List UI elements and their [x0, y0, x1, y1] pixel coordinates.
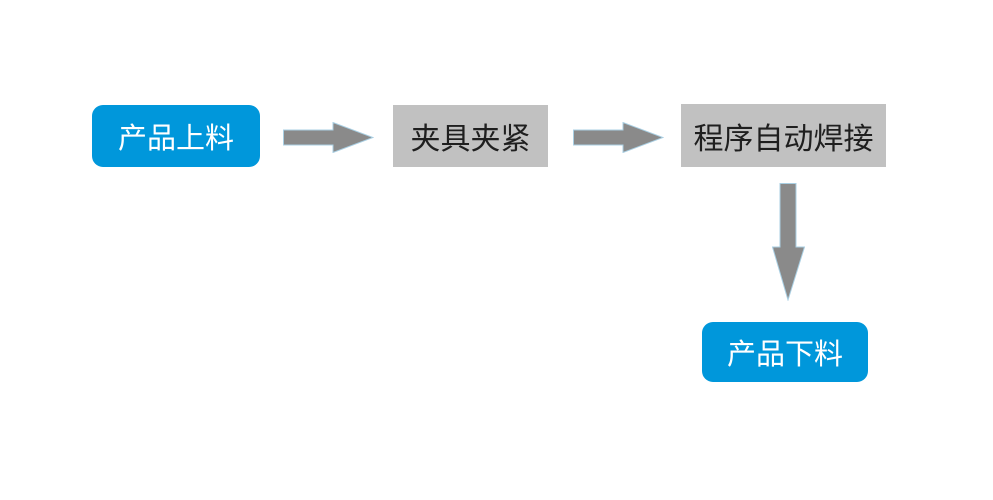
- arrow-right-icon: [283, 122, 374, 153]
- flow-step-product-unloading: 产品下料: [702, 322, 868, 382]
- flow-step-label: 夹具夹紧: [410, 123, 531, 156]
- flow-step-label: 程序自动焊接: [693, 122, 874, 156]
- flow-step-label: 产品上料: [117, 123, 234, 155]
- flow-step-fixture-clamping: 夹具夹紧: [393, 105, 548, 167]
- flow-step-auto-welding: 程序自动焊接: [681, 104, 886, 167]
- flow-step-product-loading: 产品上料: [92, 105, 260, 167]
- flow-step-label: 产品下料: [726, 339, 843, 371]
- arrow-right-icon: [573, 122, 664, 153]
- arrow-down-icon: [772, 183, 805, 301]
